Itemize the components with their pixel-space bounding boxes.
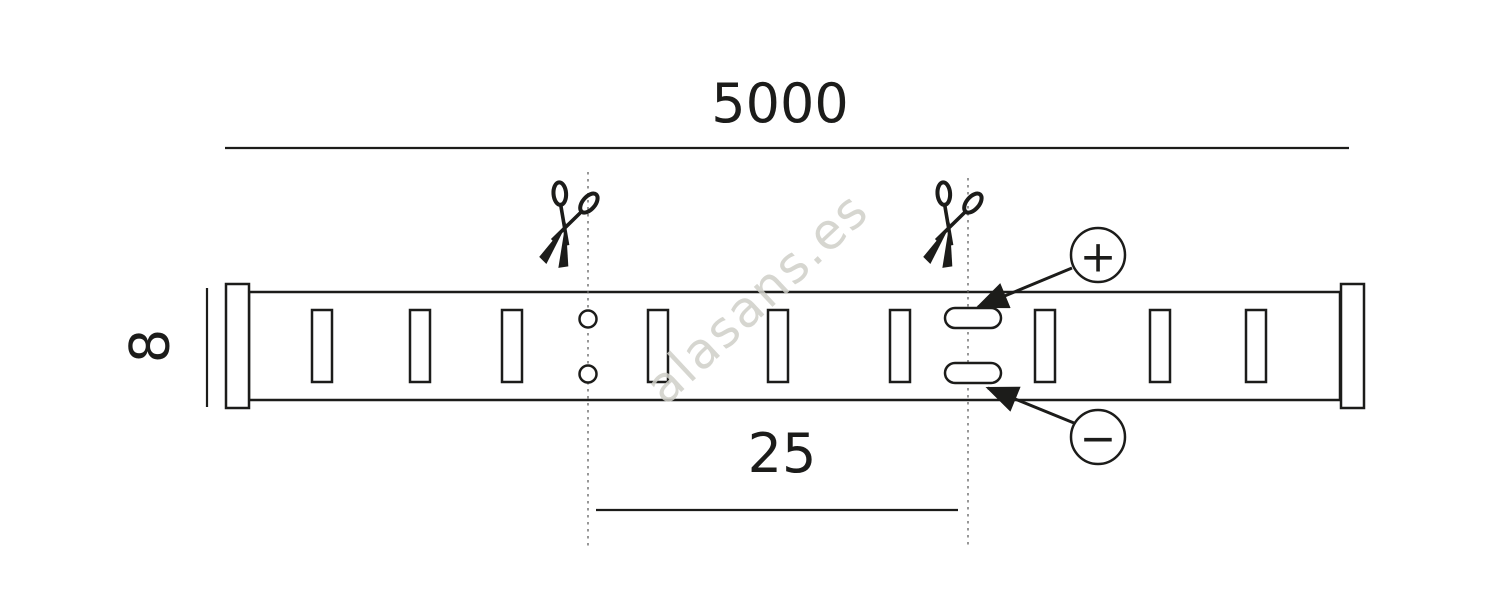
cut-hole-top — [578, 309, 598, 329]
minus-arrow — [985, 386, 1075, 425]
minus-terminal-badge — [1069, 408, 1127, 466]
cut-length-label: 25 — [748, 422, 817, 485]
plus-arrow — [975, 266, 1073, 309]
minus-terminal-label: − — [1080, 414, 1117, 465]
strip-endcap-right — [1339, 282, 1366, 410]
total-length-label: 5000 — [711, 72, 848, 135]
led-chip — [766, 308, 790, 384]
strip-endcap-left — [224, 282, 251, 410]
led-chip — [1244, 308, 1268, 384]
led-chip — [408, 308, 432, 384]
led-chip — [500, 308, 524, 384]
solder-pad-positive — [943, 306, 1003, 330]
strip-width-label: 8 — [119, 329, 182, 363]
solder-pad-negative — [943, 361, 1003, 385]
led-chip — [888, 308, 912, 384]
led-chip — [1148, 308, 1172, 384]
led-chip — [310, 308, 334, 384]
led-chip — [1033, 308, 1057, 384]
led-chip — [646, 308, 670, 384]
cut-hole-bottom — [578, 364, 598, 384]
plus-terminal-label: + — [1080, 232, 1117, 283]
plus-terminal-badge — [1069, 226, 1127, 284]
